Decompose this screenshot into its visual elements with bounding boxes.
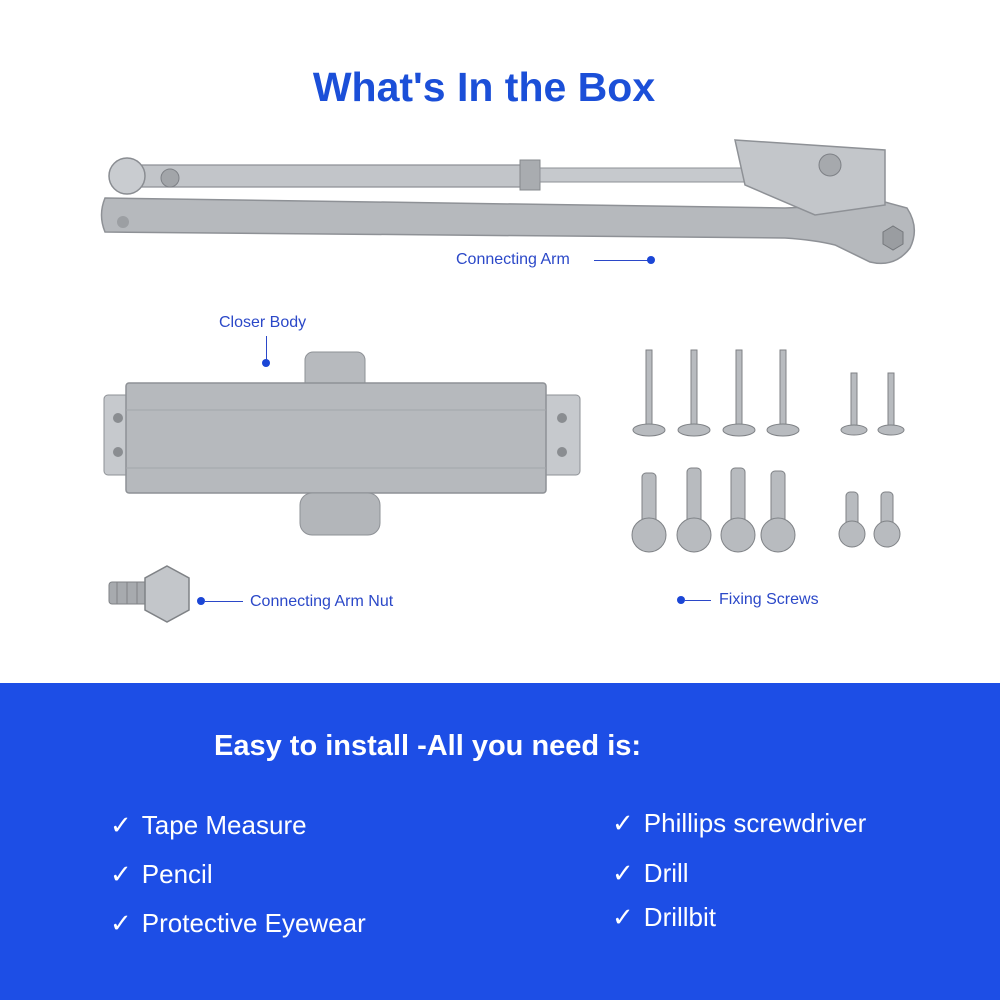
checkmark-icon: ✓ [110, 859, 132, 889]
fixing-screws-leader-line [685, 600, 711, 601]
connecting-arm-nut-leader-line [205, 601, 243, 602]
checkmark-icon: ✓ [110, 810, 132, 840]
connecting-arm-label: Connecting Arm [456, 251, 570, 268]
connecting-arm-nut-image [108, 565, 190, 623]
tool-item-protective-eyewear: ✓Protective Eyewear [110, 908, 366, 938]
install-requirements-banner [0, 683, 1000, 1000]
closer-body-marker-dot [262, 359, 270, 367]
tool-item-phillips-screwdriver: ✓Phillips screwdriver [612, 808, 867, 838]
closer-body-leader-line [266, 336, 267, 360]
connecting-arm-marker-dot [647, 256, 655, 264]
closer-body-label: Closer Body [219, 314, 307, 331]
checkmark-icon: ✓ [110, 908, 132, 938]
tool-item-drill: ✓Drill [612, 858, 689, 888]
connecting-arm-nut-marker-dot [197, 597, 205, 605]
fixing-screws-image [631, 349, 905, 553]
checkmark-icon: ✓ [612, 858, 634, 888]
checkmark-icon: ✓ [612, 808, 634, 838]
install-heading: Easy to install -All you need is: [214, 730, 642, 762]
fixing-screws-marker-dot [677, 596, 685, 604]
tool-item-tape-measure: ✓Tape Measure [110, 810, 307, 840]
closer-body-image [103, 351, 581, 536]
checkmark-icon: ✓ [612, 902, 634, 932]
connecting-arm-image [100, 139, 916, 265]
connecting-arm-nut-label: Connecting Arm Nut [250, 593, 394, 610]
page-title: What's In the Box [312, 64, 656, 110]
fixing-screws-label: Fixing Screws [719, 591, 819, 608]
tool-item-drillbit: ✓Drillbit [612, 902, 717, 932]
connecting-arm-leader-line [594, 260, 648, 261]
tool-item-pencil: ✓Pencil [110, 859, 213, 889]
